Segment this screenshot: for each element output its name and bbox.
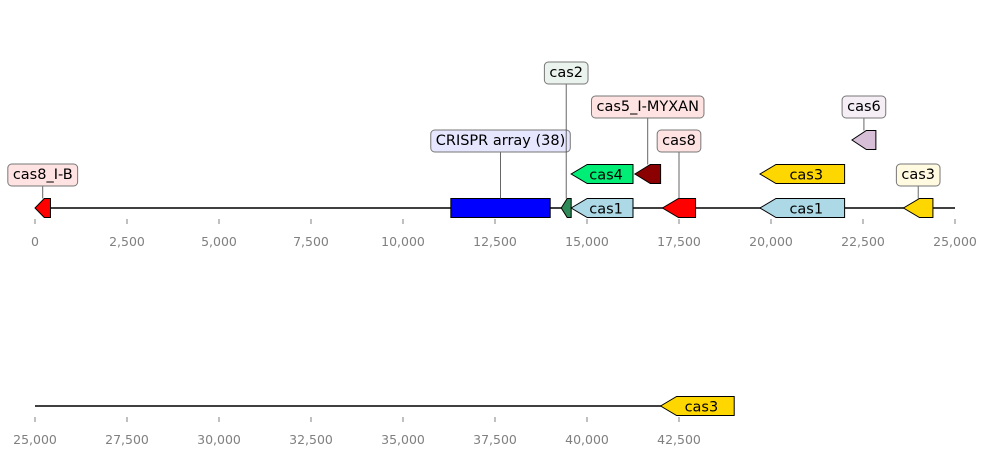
sequence-row-1: 0 2,500 5,000 7,500 10,000 12,500 15,000 17,500… bbox=[7, 61, 977, 249]
gene-arrow bbox=[570, 164, 634, 184]
gene-arrow bbox=[450, 198, 551, 218]
gene-label: cas6 bbox=[847, 99, 881, 115]
gene-arrow bbox=[758, 164, 846, 184]
axis-tick-label: 20,000 bbox=[749, 234, 793, 249]
gene-arrow bbox=[633, 164, 662, 184]
axis-tick-label: 10,000 bbox=[381, 234, 425, 249]
gene-arrow bbox=[758, 198, 846, 218]
axis-tick-label: 30,000 bbox=[197, 432, 241, 447]
gene-cas8: cas8 bbox=[656, 129, 702, 218]
gene-label-box bbox=[543, 61, 589, 85]
gene-arrow bbox=[661, 198, 697, 218]
axis-tick-label: 0 bbox=[31, 234, 39, 249]
axis-tick-label: 7,500 bbox=[293, 234, 329, 249]
gene-label-box bbox=[656, 129, 702, 153]
gene-arrow bbox=[570, 198, 634, 218]
axis-tick-label: 25,000 bbox=[933, 234, 977, 249]
gene-arrow bbox=[851, 130, 877, 150]
gene-cas3-b: cas3 bbox=[895, 163, 941, 218]
gene-label: cas3 bbox=[901, 167, 935, 183]
sequence-row-2: 25,000 27,500 30,000 32,500 35,000 37,500 40,0… bbox=[13, 396, 735, 447]
axis-tick-label: 32,500 bbox=[289, 432, 333, 447]
gene-cas2: cas2 bbox=[543, 61, 589, 218]
gene-label: cas1 bbox=[789, 202, 823, 218]
gene-cas3-a: cas3 bbox=[758, 164, 846, 184]
gene-cas3-c: cas3 bbox=[659, 396, 735, 416]
gene-cas1-a: cas1 bbox=[570, 198, 634, 218]
axis-tick-label: 2,500 bbox=[109, 234, 145, 249]
axis-tick-label: 22,500 bbox=[841, 234, 885, 249]
gene-arrow bbox=[659, 396, 735, 416]
axis-tick-label: 15,000 bbox=[565, 234, 609, 249]
gene-label: CRISPR array (38) bbox=[436, 133, 566, 149]
gene-arrow bbox=[34, 198, 51, 218]
axis-tick-label: 17,500 bbox=[657, 234, 701, 249]
gene-label: cas8_I-B bbox=[13, 167, 73, 183]
gene-label-box bbox=[841, 95, 887, 119]
axis-tick-label: 35,000 bbox=[381, 432, 425, 447]
gene-label: cas3 bbox=[685, 400, 719, 416]
gene-arrow bbox=[560, 198, 572, 218]
axis-tick-label: 25,000 bbox=[13, 432, 57, 447]
axis-tick-label: 42,500 bbox=[657, 432, 701, 447]
axis-tick-label: 40,000 bbox=[565, 432, 609, 447]
axis-tick-label: 5,000 bbox=[201, 234, 237, 249]
gene-label-box bbox=[590, 95, 705, 119]
gene-label-box bbox=[7, 163, 79, 187]
gene-label: cas2 bbox=[549, 65, 583, 81]
axis-tick-label: 12,500 bbox=[473, 234, 517, 249]
gene-label: cas8 bbox=[662, 133, 696, 149]
gene-label-box bbox=[430, 129, 571, 153]
gene-crispr-array: CRISPR array (38) bbox=[430, 129, 571, 218]
gene-cas1-b: cas1 bbox=[758, 198, 846, 218]
axis-tick-label: 37,500 bbox=[473, 432, 517, 447]
axis-tick-label: 27,500 bbox=[105, 432, 149, 447]
gene-label: cas5_I-MYXAN bbox=[596, 99, 698, 115]
gene-label: cas3 bbox=[789, 168, 823, 184]
gene-cas8-i-b: cas8_I-B bbox=[7, 163, 79, 218]
gene-cas4: cas4 bbox=[570, 164, 634, 184]
gene-cas5-i-myxan: cas5_I-MYXAN bbox=[590, 95, 705, 184]
gene-label: cas1 bbox=[589, 202, 623, 218]
gene-cas6: cas6 bbox=[841, 95, 887, 150]
gene-label: cas4 bbox=[589, 168, 623, 184]
gene-label-box bbox=[895, 163, 941, 187]
gene-arrow bbox=[902, 198, 934, 218]
